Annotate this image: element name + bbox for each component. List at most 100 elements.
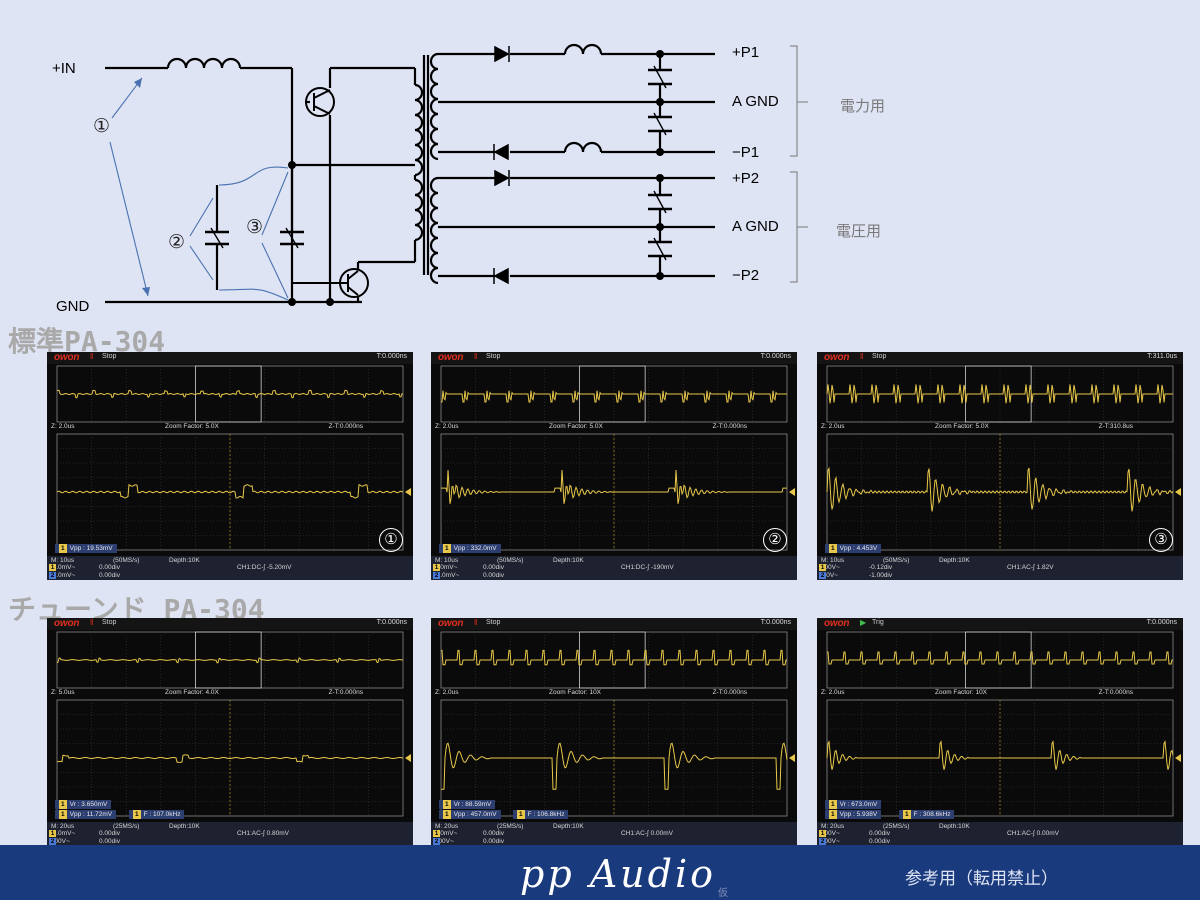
zoom-timebase: Z: 2.0us <box>435 423 459 430</box>
marker-2: ② <box>168 231 186 253</box>
channel2-offset: -1.00div <box>869 572 893 579</box>
channel-tag: 1 <box>59 810 67 819</box>
brand-logo: pp Audio <box>520 852 717 896</box>
oscilloscope-screen <box>826 365 1181 551</box>
channel2-offset: 0.00div <box>99 572 120 579</box>
run-status: Trig <box>872 619 884 626</box>
channel1-tag: 1 <box>49 830 56 837</box>
zoom-trace <box>826 740 1174 770</box>
run-status: Stop <box>486 619 501 626</box>
scope-top-bar <box>47 352 413 364</box>
zoom-factor: Zoom Factor: 10X <box>549 689 602 696</box>
trigger-time: T:311.0us <box>1147 353 1177 360</box>
run-status-icon: ‖ <box>474 618 478 627</box>
trigger-setting: CH1:AC-∫ 0.00mV <box>621 830 673 837</box>
measurement-value: Vr : 3.650mV <box>69 801 108 808</box>
group-label-power: 電力用 <box>840 97 886 115</box>
zoom-factor: Zoom Factor: 5.0X <box>549 423 603 430</box>
channel1-offset: 0.00div <box>483 830 504 837</box>
input-label: +IN <box>52 60 76 77</box>
channel2-tag: 2 <box>433 838 440 845</box>
screen-frame <box>964 631 1032 689</box>
channel-tag: 1 <box>59 800 67 809</box>
run-status-icon: ▶ <box>860 618 867 627</box>
channel-tag: 1 <box>443 544 451 553</box>
main-timebase: M: 20us <box>435 823 459 830</box>
overview-trace <box>56 657 404 664</box>
oscilloscope-screen <box>56 365 411 551</box>
overview-trace <box>56 389 404 399</box>
trigger-setting: CH1:AC-∫ 0.00mV <box>1007 830 1059 837</box>
trigger-time: T:0.000ns <box>376 353 407 360</box>
trigger-time: T:0.000ns <box>1146 619 1177 626</box>
channel2-tag: 2 <box>819 838 826 845</box>
trigger-level-marker <box>789 754 795 762</box>
output-label-agnd-2: A GND <box>732 218 779 235</box>
scope-brand-logo: owon <box>54 618 80 629</box>
run-status: Stop <box>486 353 501 360</box>
run-status: Stop <box>102 353 117 360</box>
scope-brand-logo: owon <box>54 352 80 363</box>
channel-tag: 1 <box>517 810 525 819</box>
channel2-tag: 2 <box>49 572 56 579</box>
measurement-value: Vr : 88.59mV <box>453 801 492 808</box>
channel-tag: 1 <box>829 544 837 553</box>
zoom-timebase: Z: 2.0us <box>821 689 845 696</box>
memory-depth: Depth:10K <box>169 823 200 830</box>
oscilloscope-screen <box>826 631 1181 817</box>
channel1-offset: -0.12div <box>869 564 893 571</box>
frequency-value: F : 107.0kHz <box>143 811 181 818</box>
output-label-p1-plus: +P1 <box>732 44 760 61</box>
channel2-tag: 2 <box>819 572 826 579</box>
measurement-value: Vr : 673.0mV <box>839 801 878 808</box>
overview-trace <box>441 649 787 666</box>
measurement-value: Vpp : 11.72mV <box>69 811 113 818</box>
memory-depth: Depth:10K <box>553 557 584 564</box>
scope-top-bar <box>47 618 413 630</box>
sample-rate: (25MS/s) <box>883 823 910 830</box>
scope-top-bar <box>431 352 797 364</box>
main-timebase: M: 10us <box>435 557 459 564</box>
channel-tag: 1 <box>443 810 451 819</box>
channel1-tag: 1 <box>49 564 56 571</box>
zoom-trace <box>441 742 788 790</box>
channel1-offset: 0.00div <box>869 830 890 837</box>
zoom-timebase: Z: 2.0us <box>435 689 459 696</box>
zoom-offset: Z-T:0.000ns <box>328 689 363 696</box>
trigger-level-marker <box>789 488 795 496</box>
screen-frame <box>578 631 646 689</box>
zoom-trace <box>56 483 404 499</box>
channel-tag: 1 <box>829 810 837 819</box>
run-status-icon: ‖ <box>90 618 94 627</box>
channel2-tag: 2 <box>433 572 440 579</box>
channel1-tag: 1 <box>433 830 440 837</box>
zoom-trace <box>441 469 787 504</box>
trigger-setting: CH1:AC-∫ 1.82V <box>1007 564 1054 571</box>
measurement-value: Vpp : 5.938V <box>839 811 878 818</box>
channel1-offset: 0.00div <box>99 830 120 837</box>
trigger-time: T:0.000ns <box>760 353 791 360</box>
trigger-level-marker <box>1175 754 1181 762</box>
trigger-setting: CH1:DC-∫ -5.20mV <box>237 564 292 571</box>
oscilloscope-screen <box>56 631 411 817</box>
measurement-point-marker: ① <box>379 528 403 552</box>
